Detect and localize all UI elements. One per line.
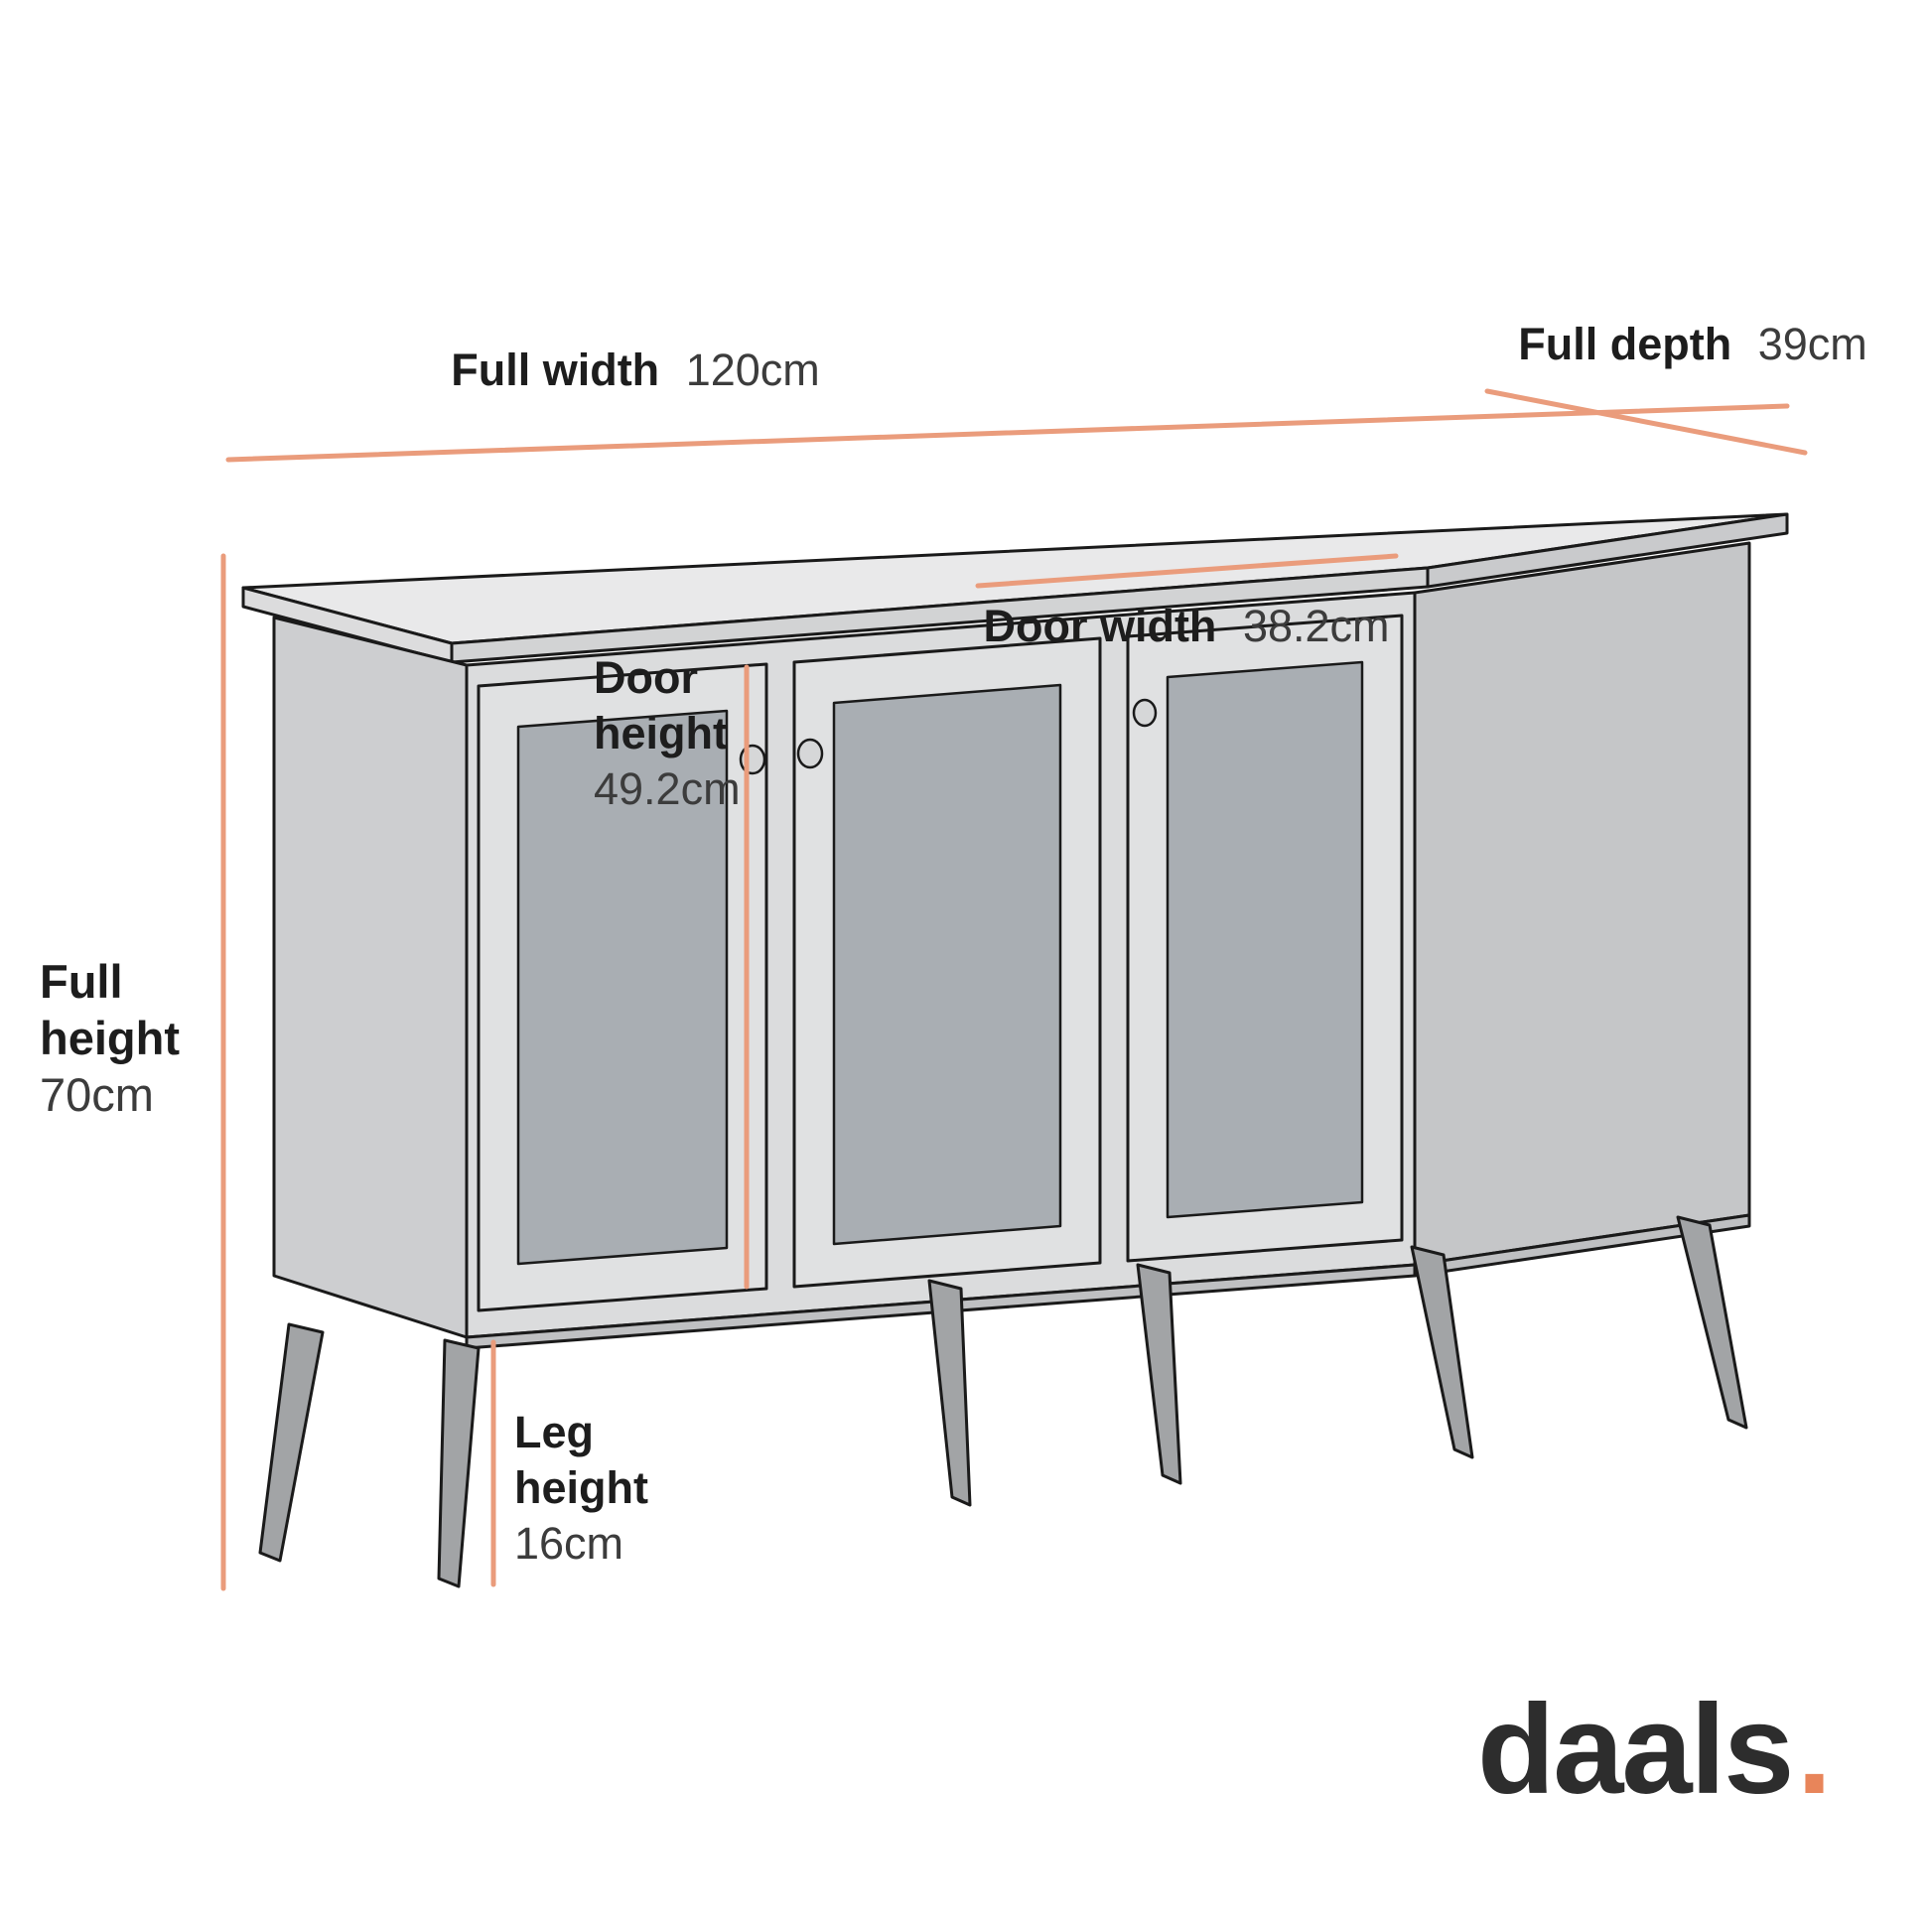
door-width-dimension-line: [975, 553, 1399, 589]
leg-height-label: Leg height 16cm: [514, 1407, 648, 1569]
svg-text:height: height: [594, 708, 728, 758]
door-1-panel: [516, 709, 729, 1266]
svg-text:Full: Full: [40, 955, 123, 1008]
daals-logo-dot: .: [1797, 1679, 1833, 1821]
leg-4: [1136, 1263, 1182, 1485]
svg-text:height: height: [40, 1012, 180, 1064]
svg-text:16cm: 16cm: [514, 1518, 623, 1569]
daals-logo: daals .: [1477, 1679, 1832, 1821]
dimension-lines: [220, 388, 1808, 1591]
sideboard-left-panel: [272, 616, 469, 1339]
sideboard-underside-right: [1413, 1213, 1751, 1278]
svg-text:70cm: 70cm: [40, 1068, 154, 1121]
full-width-dimension-line: [225, 403, 1790, 463]
door-2-panel: [832, 683, 1062, 1246]
leg-6: [1676, 1215, 1748, 1430]
door-width-label: Door width 38.2cm: [983, 601, 1389, 651]
svg-text:Door: Door: [594, 652, 698, 703]
sideboard-drawing: [241, 512, 1789, 1588]
leg-5: [1410, 1245, 1474, 1459]
full-width-label: Full width 120cm: [451, 344, 820, 395]
sideboard-top-edge-right: [1426, 512, 1789, 589]
daals-logo-text: daals: [1477, 1679, 1792, 1821]
door-2-knob: [796, 738, 824, 769]
svg-text:height: height: [514, 1462, 648, 1513]
svg-text:Leg: Leg: [514, 1407, 594, 1457]
svg-text:49.2cm: 49.2cm: [594, 763, 741, 814]
full-depth-dimension-line: [1484, 388, 1808, 456]
full-depth-label: Full depth 39cm: [1518, 319, 1867, 369]
leg-3: [927, 1279, 972, 1507]
leg-1: [258, 1322, 325, 1563]
door-3-knob: [1132, 698, 1158, 728]
door-height-label: Door height 49.2cm: [594, 652, 741, 814]
sideboard-right-panel: [1413, 541, 1751, 1267]
full-height-label: Full height 70cm: [40, 955, 180, 1121]
door-3-panel: [1166, 660, 1364, 1219]
leg-2: [437, 1338, 481, 1588]
